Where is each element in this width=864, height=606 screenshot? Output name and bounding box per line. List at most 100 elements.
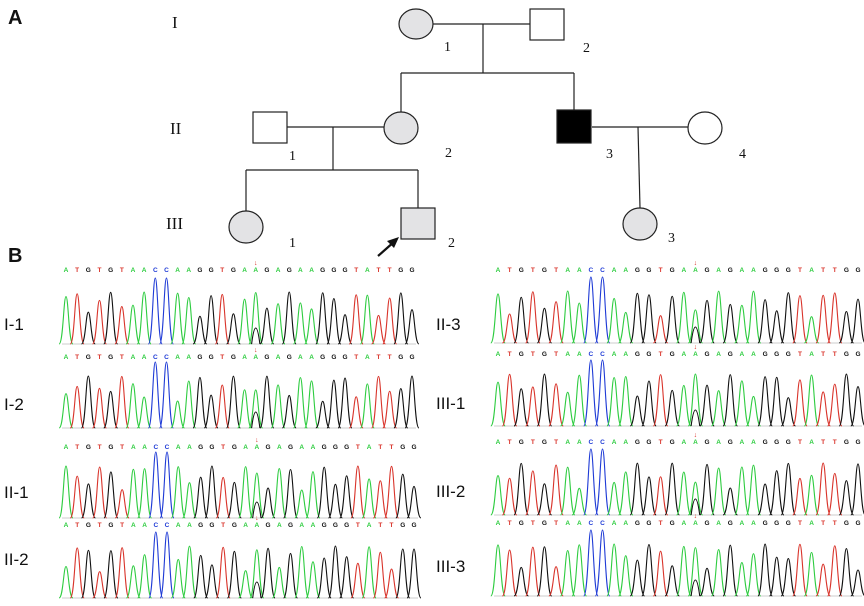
base-call: G: [542, 267, 547, 274]
trace-peak: [270, 303, 286, 345]
base-call: A: [131, 444, 136, 451]
base-call: G: [231, 354, 236, 361]
base-call: A: [277, 522, 282, 529]
trace-peak: [652, 476, 669, 516]
trace-peak: [292, 302, 308, 345]
base-call: A: [612, 520, 617, 527]
individual-number-ii-3: 3: [606, 147, 613, 162]
trace-peak: [536, 546, 553, 597]
base-call: G: [231, 267, 236, 274]
trace-peak: [148, 451, 164, 519]
trace-peak: [136, 396, 152, 429]
trace-peak: [687, 547, 704, 597]
trace-peak: [664, 295, 680, 344]
trace-peak: [757, 376, 773, 427]
base-call: G: [844, 351, 849, 358]
trace-peak: [103, 550, 119, 599]
base-call: A: [716, 267, 721, 274]
trace-peak: [652, 315, 669, 344]
base-call: G: [198, 522, 203, 529]
trace-peak: [114, 375, 130, 429]
trace-peak: [92, 387, 107, 429]
base-call: A: [809, 351, 814, 358]
base-call: T: [798, 439, 802, 446]
base-call: A: [740, 351, 745, 358]
trace-peak: [384, 465, 400, 519]
trace-peak: [393, 292, 409, 345]
trace-peak: [815, 391, 831, 427]
trace-peak: [629, 559, 646, 597]
trace-peak: [559, 290, 576, 344]
base-call: A: [623, 520, 628, 527]
base-call: C: [165, 444, 170, 451]
trace-peak: [768, 310, 785, 344]
base-call: G: [343, 267, 348, 274]
trace-peak: [203, 295, 219, 345]
trace-peak: [304, 380, 320, 429]
base-call: C: [164, 354, 169, 361]
trace-peak: [559, 550, 576, 597]
trace-peak: [58, 393, 74, 429]
trace-peak: [838, 373, 855, 427]
base-call: T: [833, 267, 837, 274]
trace-peak: [815, 294, 831, 344]
base-call: G: [333, 522, 338, 529]
base-call: G: [108, 444, 113, 451]
base-call: T: [120, 267, 124, 274]
trace-peak: [103, 471, 119, 519]
base-call: A: [681, 351, 686, 358]
base-call: A: [131, 522, 136, 529]
trace-peak: [348, 294, 364, 345]
individual-number-iii-3: 3: [668, 231, 675, 246]
trace-peak: [490, 474, 506, 516]
base-call: T: [97, 354, 101, 361]
base-call: A: [623, 351, 628, 358]
trace-peak: [525, 386, 541, 427]
generation-label-1: I: [172, 13, 178, 32]
trace-peak: [594, 276, 611, 344]
individual-iii-2-male-proband: [400, 207, 436, 240]
base-call: A: [243, 444, 248, 451]
trace-peak: [226, 550, 242, 599]
trace-peak: [248, 292, 264, 345]
trace-peak: [803, 316, 820, 344]
individual-ii-3-male: [556, 109, 592, 144]
trace-peak: [316, 557, 332, 599]
base-call: G: [542, 520, 547, 527]
pedigree: I II III 1 2 1 2 3: [166, 8, 746, 257]
base-call: A: [243, 522, 248, 529]
proband-arrow-icon: [377, 237, 399, 257]
mutation-marker-icon: ↓: [694, 432, 698, 439]
trace-peak: [699, 384, 715, 427]
base-call: G: [635, 439, 640, 446]
base-call: G: [266, 444, 271, 451]
base-call: A: [681, 439, 686, 446]
base-call: G: [209, 522, 214, 529]
trace-peak: [315, 400, 331, 429]
base-call: G: [197, 354, 202, 361]
base-call: C: [164, 267, 169, 274]
base-call: T: [798, 520, 802, 527]
trace-peak: [618, 555, 634, 597]
trace-peak: [339, 556, 355, 599]
base-call: G: [774, 520, 779, 527]
trace-peak: [536, 483, 553, 516]
base-call: T: [821, 267, 825, 274]
trace-peak: [629, 395, 646, 427]
trace-peak: [283, 552, 299, 599]
individual-number-ii-4: 4: [739, 147, 746, 162]
trace-peak: [125, 565, 141, 599]
base-call: T: [531, 351, 535, 358]
base-call: G: [343, 354, 348, 361]
base-call: T: [554, 520, 558, 527]
base-call: A: [142, 354, 147, 361]
base-call: A: [277, 444, 282, 451]
trace-peak: [513, 566, 529, 597]
base-call: A: [142, 267, 147, 274]
trace-peak: [571, 374, 588, 427]
base-call: G: [86, 267, 91, 274]
trace-peak: [734, 561, 750, 597]
